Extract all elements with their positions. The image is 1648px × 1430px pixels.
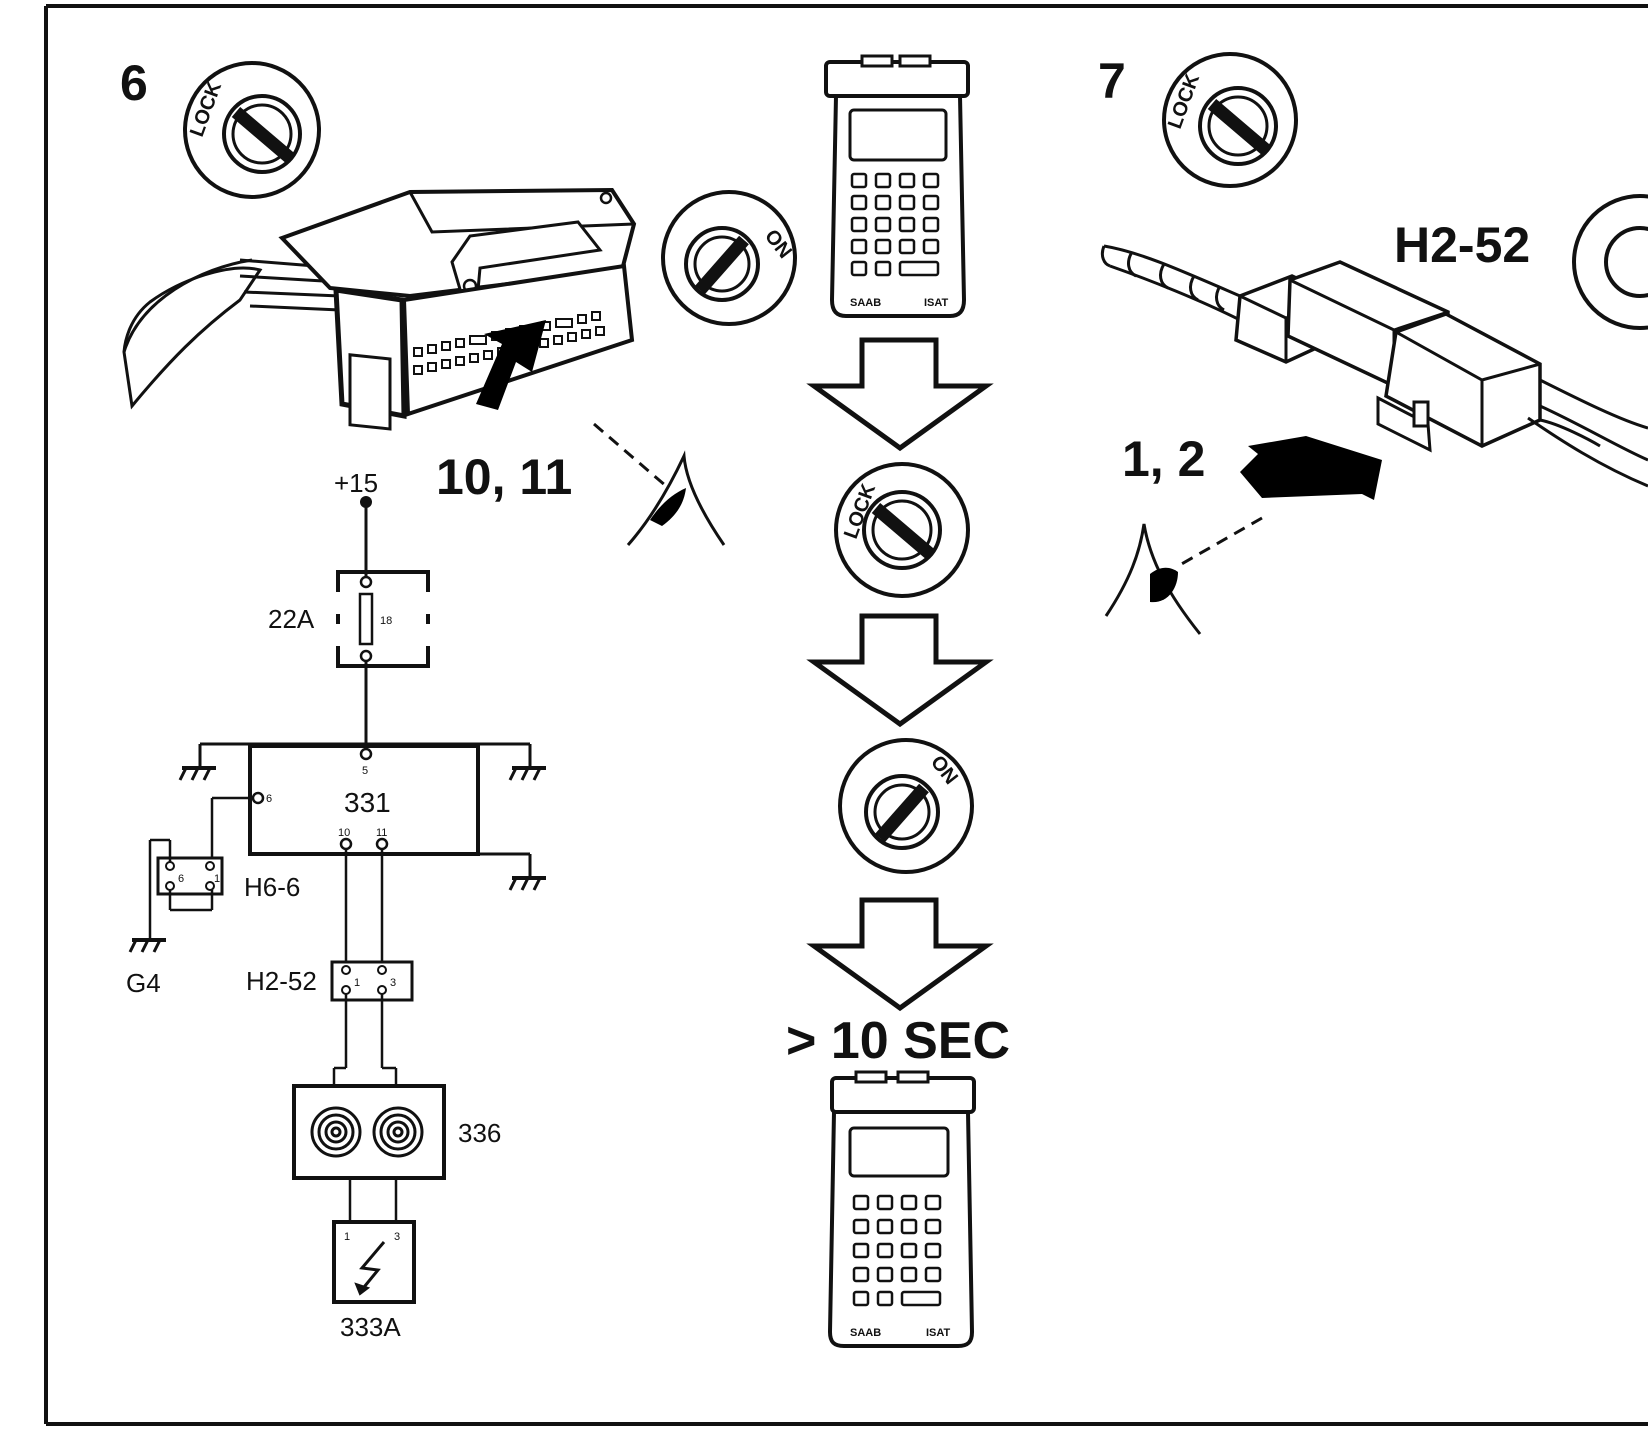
- coil-icon: [310, 1106, 362, 1158]
- squib-icon: [354, 1241, 386, 1296]
- step-7-lock-icon: LOCK: [1162, 52, 1298, 188]
- eye-icon: [626, 450, 726, 546]
- isat-tester-top: SAAB ISAT: [824, 54, 970, 318]
- step-6-pins-label: 10, 11: [436, 449, 572, 505]
- fuse-number: 18: [380, 615, 392, 627]
- wiring-schematic: +15 22A 18: [126, 468, 546, 1342]
- airbag-pin-1: 1: [344, 1231, 350, 1243]
- ignition-lock-icon: LOCK: [183, 61, 321, 199]
- ground-symbol: [178, 766, 216, 781]
- step-7-connector-label: H2-52: [1394, 217, 1530, 273]
- h2-52-connector-illustration: [1100, 244, 1648, 488]
- h2-pin-1: 1: [354, 977, 360, 989]
- control-module-connector-illustration: [122, 187, 637, 431]
- pointer-arrow-icon: [476, 320, 546, 410]
- h2-pin-3: 3: [390, 977, 396, 989]
- ground-symbol: [508, 876, 546, 891]
- ignition-on-icon: ON: [661, 190, 797, 326]
- frame: [44, 4, 1648, 1426]
- ground-symbol: [508, 766, 546, 781]
- airbag-pin-3: 3: [394, 1231, 400, 1243]
- step-7-number: 7: [1098, 53, 1126, 109]
- sight-line: [593, 422, 667, 488]
- sight-line: [1177, 516, 1263, 568]
- tester-brand: SAAB: [850, 297, 881, 309]
- fuse-box-22a: [336, 570, 430, 668]
- connector-h2-label: H2-52: [246, 966, 317, 996]
- airbag-333a: [332, 1220, 416, 1304]
- connector-h6-label: H6-6: [244, 872, 300, 902]
- airbag-label: 333A: [340, 1312, 401, 1342]
- pointer-arrow-icon: [1240, 436, 1382, 500]
- ground-label: G4: [126, 968, 161, 998]
- step-7-pins-label: 1, 2: [1122, 431, 1205, 487]
- step-6-panel: 6 LOCK ON: [120, 55, 797, 546]
- tester-model: ISAT: [924, 297, 949, 309]
- down-arrow-icon: [806, 897, 994, 1012]
- step-7-on-icon-partial: [1572, 194, 1648, 330]
- module-pin-6: 6: [266, 793, 272, 805]
- module-pin-10: 10: [338, 827, 350, 839]
- fuse-box-label: 22A: [268, 604, 315, 634]
- control-module-label: 331: [344, 787, 391, 818]
- module-pin-5: 5: [362, 765, 368, 777]
- sequence-column: SAAB ISAT LOCK ON > 10 SEC: [786, 54, 1010, 1348]
- supply-label: +15: [334, 468, 378, 498]
- h6-pin-1: 1: [214, 873, 220, 885]
- tester-model: ISAT: [926, 1327, 951, 1339]
- sequence-on-icon: ON: [838, 738, 974, 874]
- control-module-331: [248, 744, 480, 856]
- step-6-number: 6: [120, 55, 148, 111]
- h6-pin-6: 6: [178, 873, 184, 885]
- sequence-lock-icon: LOCK: [834, 462, 970, 598]
- down-arrow-icon: [806, 337, 994, 452]
- tester-brand: SAAB: [850, 1327, 881, 1339]
- ground-symbol: [128, 938, 166, 953]
- module-pin-11: 11: [376, 827, 387, 839]
- step-7-panel: 7 LOCK H2-52: [1098, 52, 1648, 635]
- contact-reel-label: 336: [458, 1118, 501, 1148]
- coil-icon: [372, 1106, 424, 1158]
- isat-tester-bottom: SAAB ISAT: [827, 1070, 976, 1348]
- down-arrow-icon: [806, 613, 994, 728]
- duration-label: > 10 SEC: [786, 1012, 1010, 1070]
- eye-icon: [1104, 523, 1202, 635]
